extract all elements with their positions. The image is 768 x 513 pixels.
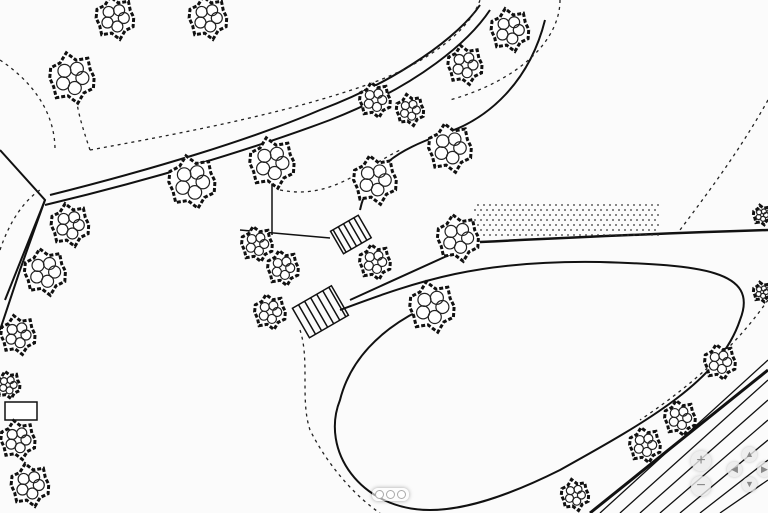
pan-up-button[interactable]: ▲ (742, 447, 757, 462)
tree-symbol (358, 80, 392, 120)
tree-symbol (408, 279, 456, 335)
tree-symbol (751, 203, 768, 227)
tree-symbol (0, 418, 37, 462)
tree-symbol (394, 92, 426, 128)
tree-symbol (628, 425, 662, 465)
pan-left-button[interactable]: ◀ (727, 462, 742, 477)
tree-symbol (187, 0, 229, 42)
tree-symbol (352, 153, 398, 207)
tree-symbol (703, 342, 737, 382)
zoom-out-button[interactable]: − (691, 476, 711, 496)
tree-symbol (427, 121, 473, 175)
tree-symbol (266, 248, 300, 288)
tree-symbol (489, 6, 531, 54)
tree-symbol (9, 461, 51, 509)
buildings (4, 214, 768, 513)
zoom-in-button[interactable]: + (691, 451, 711, 471)
pan-right-button[interactable]: ▶ (757, 462, 768, 477)
tree-symbol (559, 477, 591, 513)
tree-symbol (240, 224, 274, 264)
tree-symbol (0, 369, 22, 401)
tree-symbol (0, 313, 37, 357)
page-dot[interactable] (397, 490, 406, 499)
tree-symbol (751, 280, 768, 304)
tree-symbol (435, 212, 481, 264)
tree-symbol (22, 246, 68, 298)
tree-symbol (253, 292, 287, 332)
tree-symbol (48, 50, 96, 106)
tree-symbol (358, 242, 392, 282)
page-dot[interactable] (386, 490, 395, 499)
stipple-area (474, 204, 659, 236)
tree-symbol (49, 201, 91, 249)
tree-symbol (94, 0, 136, 42)
tree-symbol (663, 398, 697, 438)
page-indicator (372, 488, 409, 501)
tree-symbol (167, 153, 217, 211)
tree-symbol (446, 43, 484, 87)
pan-down-button[interactable]: ▼ (742, 477, 757, 492)
tree-symbol (248, 135, 296, 191)
page-dot[interactable] (375, 490, 384, 499)
